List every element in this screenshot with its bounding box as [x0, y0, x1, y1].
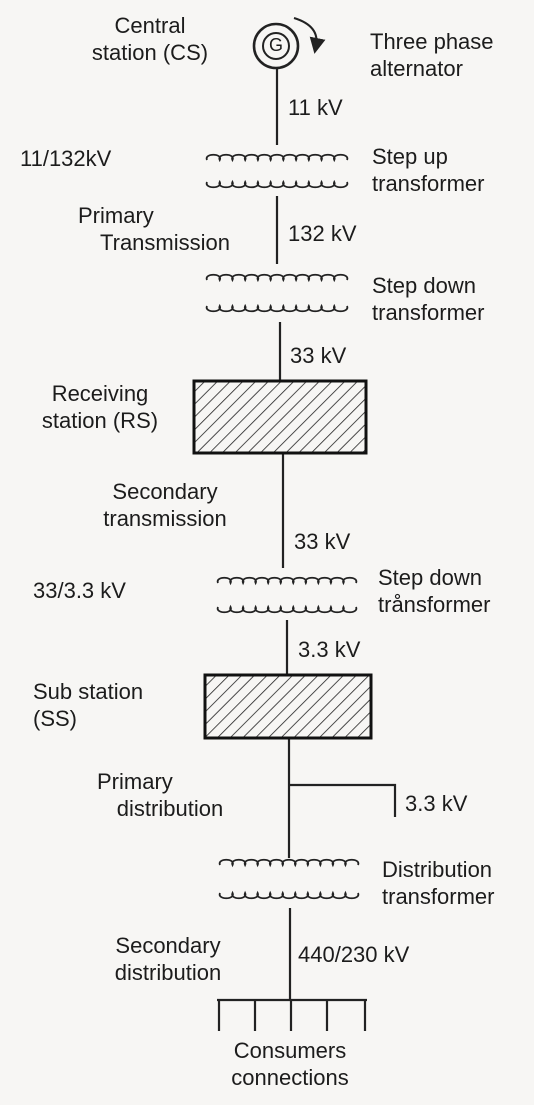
sub-station-line1: Sub station — [33, 679, 144, 704]
secondary-transmission-line2: transmission — [103, 506, 227, 531]
receiving-station-line2: station (RS) — [41, 408, 159, 433]
transformer-1-primary-coil — [205, 153, 349, 163]
central-station-label: Central station (CS) — [60, 12, 240, 66]
voltage-3-3kv-b: 3.3 kV — [405, 791, 468, 816]
transformer-3-primary-coil — [216, 576, 358, 586]
step-up-transformer-label: Step up transformer — [372, 143, 484, 197]
receiving-station-line1: Receiving — [51, 381, 149, 406]
alternator-line2: alternator — [370, 56, 463, 81]
consumers-line1: Consumers — [233, 1038, 347, 1063]
distribution-transformer-line1: Distribution — [382, 857, 493, 882]
distribution-transformer-label: Distribution transformer — [382, 856, 494, 910]
receiving-station-label: Receiving station (RS) — [15, 380, 185, 434]
secondary-distribution-line2: distribution — [114, 960, 222, 985]
secondary-transmission-label: Secondary transmission — [75, 478, 255, 532]
primary-transmission-line2: Transmission — [100, 230, 230, 255]
secondary-distribution-line1: Secondary — [115, 933, 221, 958]
step-down1-line2: transformer — [372, 300, 485, 325]
voltage-11kv: 11 kV — [288, 95, 343, 120]
voltage-132kv: 132 kV — [288, 221, 357, 246]
step-down2-line2: trånsformer — [378, 592, 491, 617]
distribution-transformer-line2: transformer — [382, 884, 495, 909]
primary-distribution-line1: Primary — [97, 769, 173, 794]
primary-distribution-label: Primary distribution — [85, 768, 255, 822]
consumer-bus — [217, 998, 367, 1031]
secondary-transmission-line1: Secondary — [112, 479, 218, 504]
transformer-1-secondary-coil — [205, 179, 349, 189]
central-station-line1: Central — [114, 13, 186, 38]
transformer-2-secondary-coil — [205, 303, 349, 313]
central-station-line2: station (CS) — [91, 40, 209, 65]
generator-symbol — [252, 17, 326, 70]
step-up-line2: transformer — [372, 171, 485, 196]
sub-station-label: Sub station (SS) — [33, 678, 143, 732]
sub-station-line2: (SS) — [33, 706, 77, 731]
transformer-4-secondary-coil — [218, 890, 360, 900]
transformer-2-primary-coil — [205, 273, 349, 283]
consumers-line2: connections — [231, 1065, 349, 1090]
transformer1-ratio: 11/132kV — [20, 146, 112, 171]
primary-transmission-label: Primary Transmission — [70, 202, 260, 256]
voltage-33kv-a: 33 kV — [290, 343, 347, 368]
alternator-label: Three phase alternator — [370, 28, 494, 82]
primary-distribution-line2: distribution — [116, 796, 224, 821]
transformer-coils — [205, 153, 360, 900]
alternator-line1: Three phase — [370, 29, 494, 54]
main-line — [275, 68, 292, 1000]
secondary-distribution-label: Secondary distribution — [88, 932, 248, 986]
primary-transmission-line1: Primary — [78, 203, 154, 228]
step-up-line1: Step up — [372, 144, 448, 169]
voltage-3-3kv-a: 3.3 kV — [298, 637, 361, 662]
consumers-label: Consumers connections — [195, 1037, 385, 1091]
transformer3-ratio: 33/3.3 kV — [33, 578, 126, 603]
receiving-station-block — [192, 379, 368, 455]
sub-station-block — [203, 673, 373, 740]
generator-letter: G — [269, 35, 284, 55]
step-down-transformer1-label: Step down transformer — [372, 272, 484, 326]
distribution-branch — [289, 783, 397, 817]
transformer-4-primary-coil — [218, 858, 360, 868]
voltage-33kv-b: 33 kV — [294, 529, 351, 554]
transformer-3-secondary-coil — [216, 604, 358, 614]
step-down2-line1: Step down — [378, 565, 482, 590]
step-down1-line1: Step down — [372, 273, 476, 298]
step-down-transformer2-label: Step down trånsformer — [378, 564, 490, 618]
voltage-440-230kv: 440/230 kV — [298, 942, 410, 967]
